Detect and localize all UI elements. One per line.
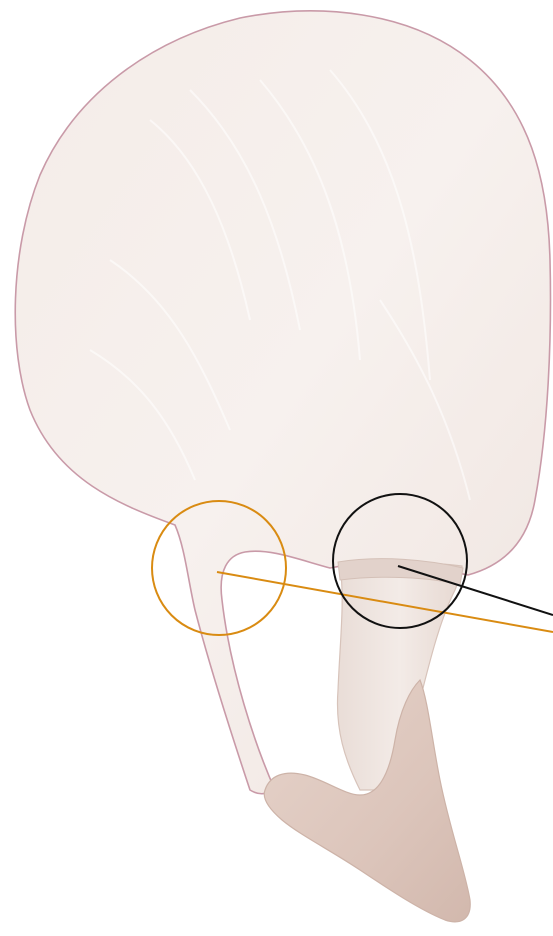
blade-shape (15, 11, 550, 794)
